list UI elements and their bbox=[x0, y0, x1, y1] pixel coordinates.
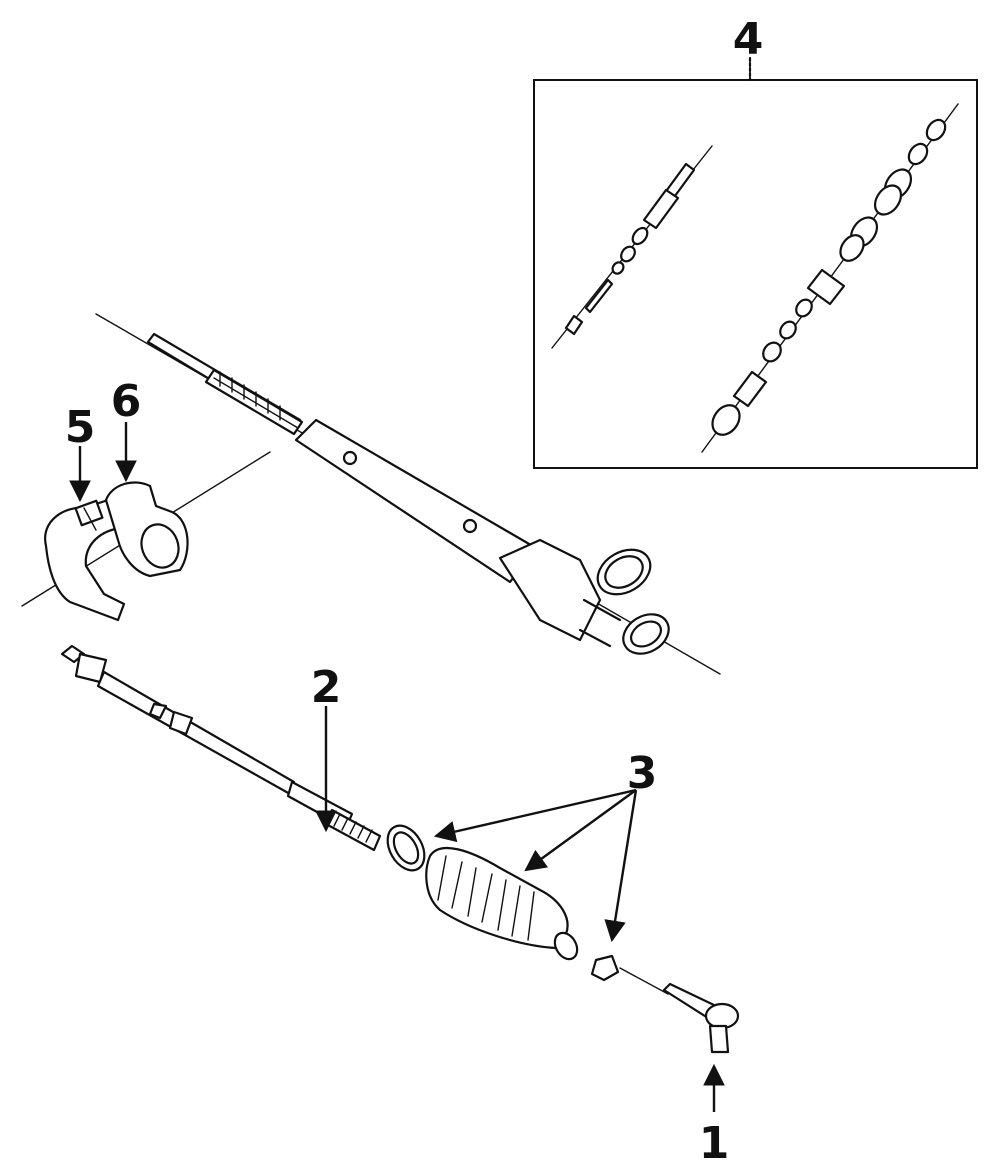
callout-5: 5 bbox=[65, 402, 96, 453]
arrow-3c bbox=[604, 789, 638, 943]
callout-3: 3 bbox=[627, 748, 658, 799]
inset-frame bbox=[533, 79, 978, 469]
callout-4: 4 bbox=[733, 14, 764, 65]
valve-body bbox=[498, 538, 670, 655]
pinion-shaft-part bbox=[564, 162, 696, 336]
tie-rod-end-part bbox=[619, 967, 740, 1054]
callout-1: 1 bbox=[699, 1118, 730, 1169]
boot-kit-part bbox=[386, 824, 620, 982]
callout-2: 2 bbox=[311, 662, 342, 713]
seal-kit-inset bbox=[533, 56, 978, 469]
boot-bellows bbox=[425, 847, 579, 961]
arrow-3b bbox=[524, 789, 637, 872]
bushing-part bbox=[104, 481, 189, 578]
mount-bracket-part bbox=[44, 498, 126, 622]
rack-housing-part bbox=[95, 313, 721, 675]
seal-stack-part bbox=[711, 118, 947, 436]
arrow-3a bbox=[433, 788, 637, 843]
callout-6: 6 bbox=[111, 376, 142, 427]
jam-nut bbox=[590, 954, 620, 982]
